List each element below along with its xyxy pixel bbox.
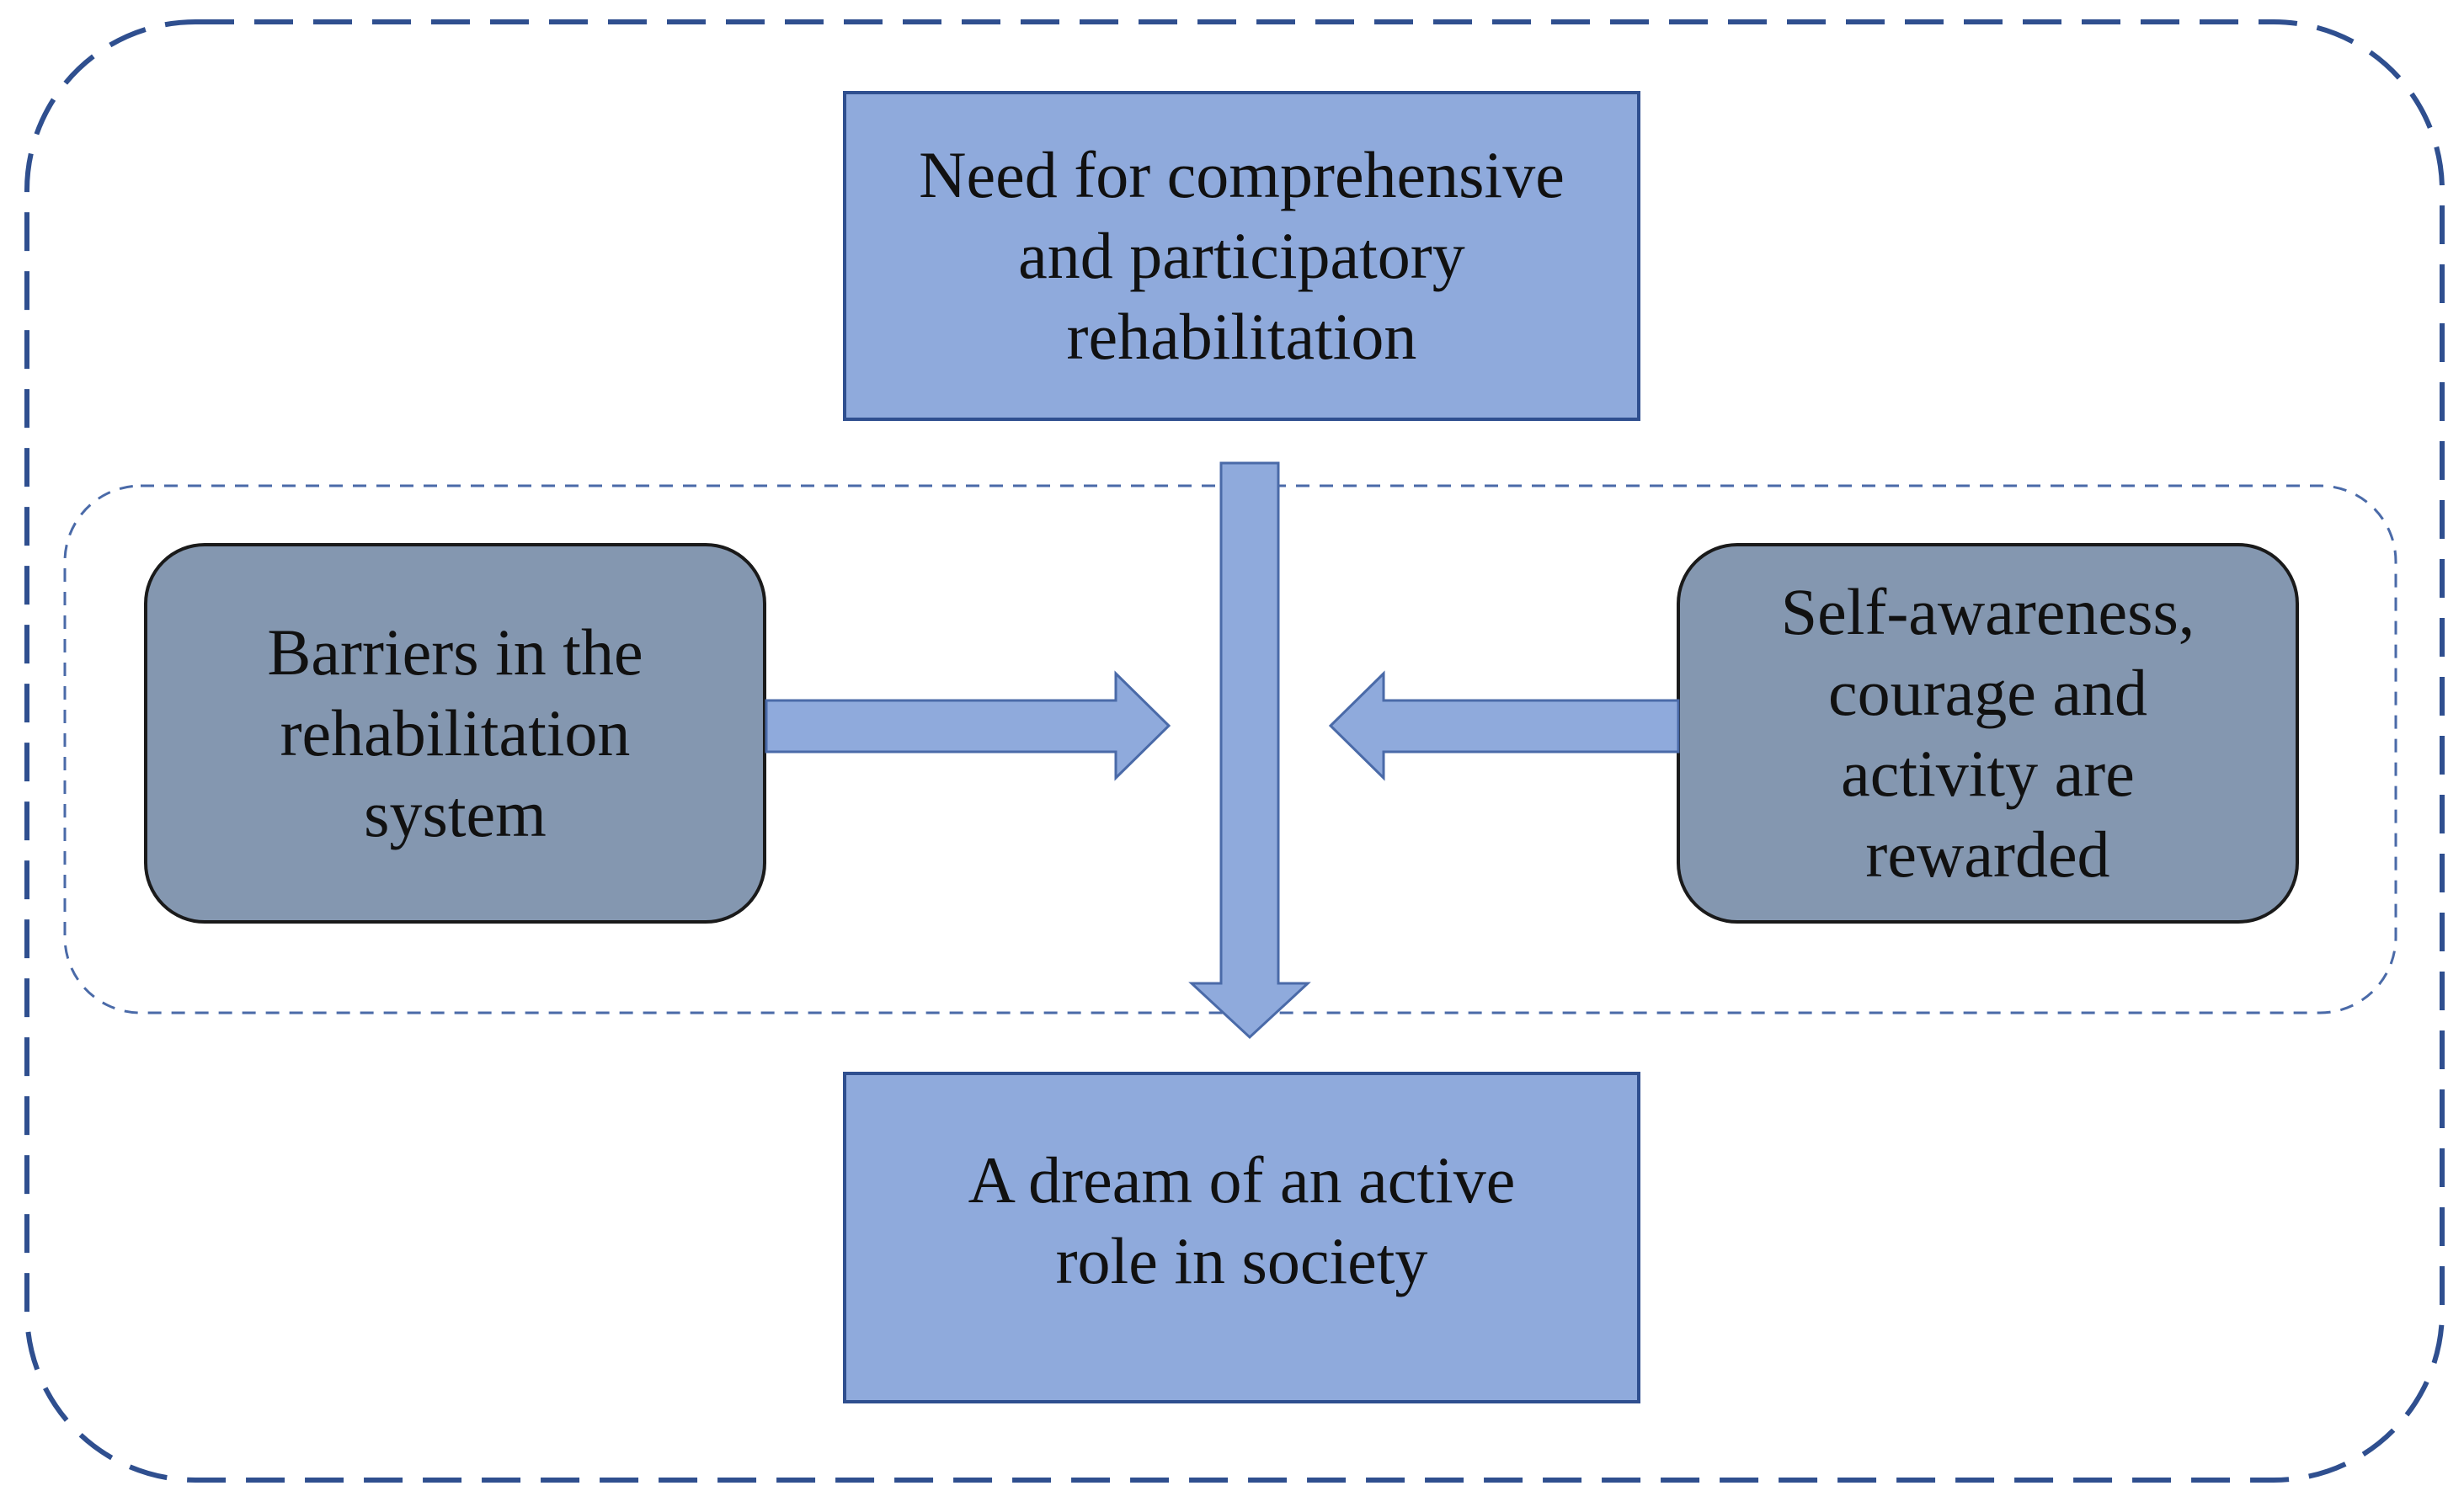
- right-pointing-arrow: [765, 670, 1171, 781]
- bottom-box-shape: [843, 1072, 1640, 1403]
- left-box-shape: [144, 543, 766, 924]
- bottom-box-label: A dream of an active role in society: [968, 1143, 1516, 1297]
- top-box-shape: [843, 91, 1640, 421]
- down-arrow: [1188, 461, 1311, 1040]
- left-pointing-arrow: [1328, 670, 1680, 781]
- top-box-label: Need for comprehensive and participatory…: [919, 138, 1565, 373]
- left-box-label: Barriers in the rehabilitation system: [267, 615, 643, 850]
- right-box-label: Self-awareness, courage and activity are…: [1780, 575, 2195, 891]
- outer-dashed-frame: [24, 19, 2445, 1483]
